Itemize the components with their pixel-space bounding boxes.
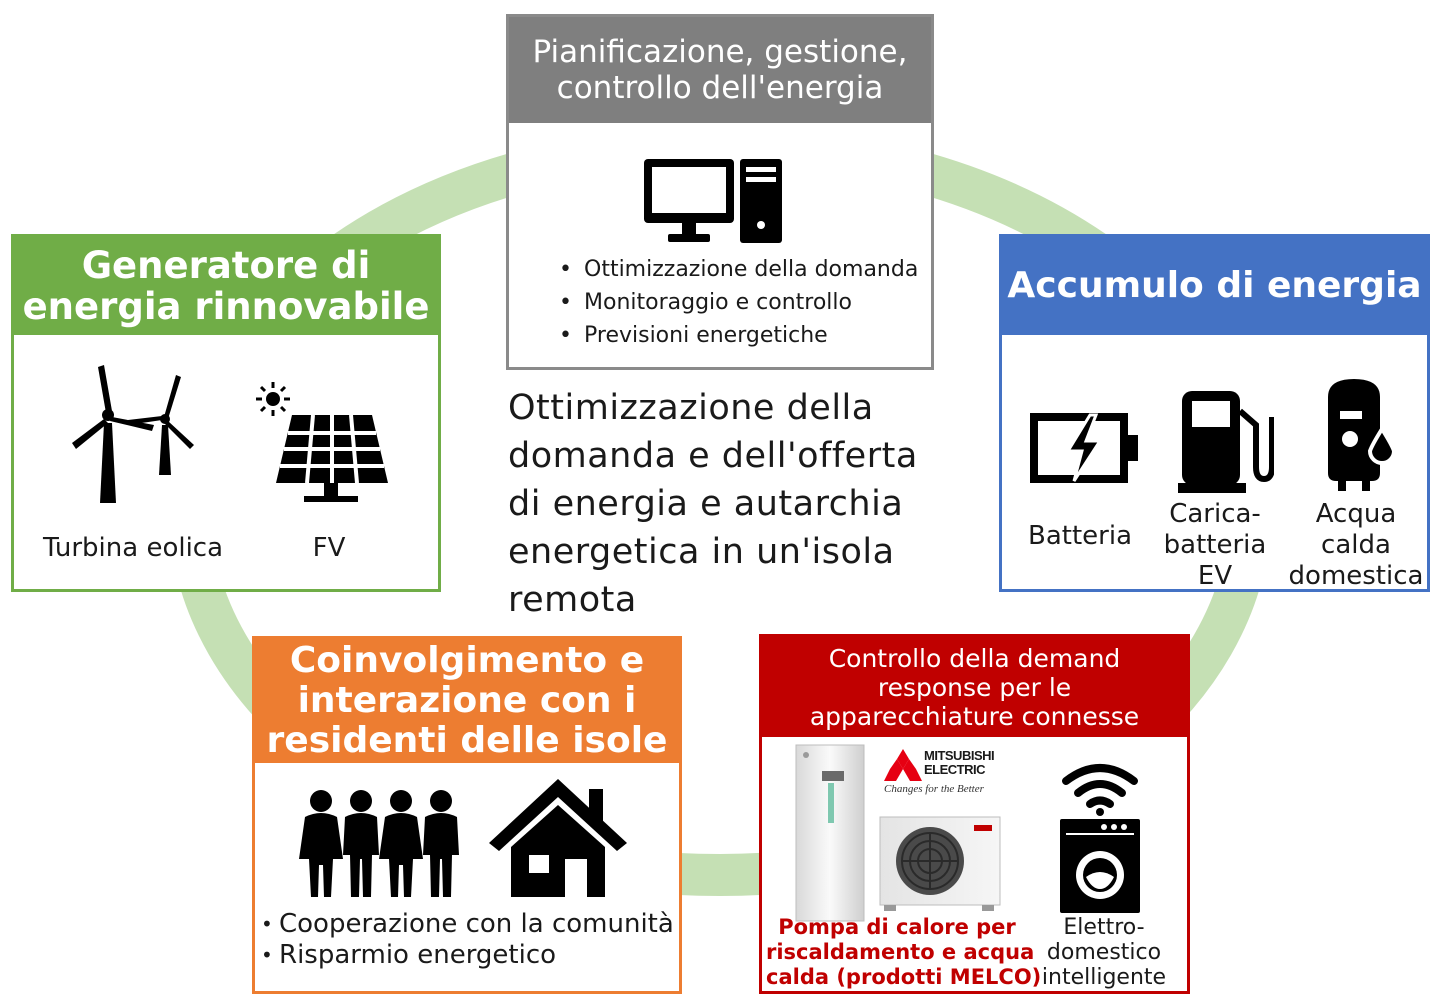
- planning-bullet: Ottimizzazione della domanda: [559, 253, 918, 286]
- appliance-label-line-3: intelligente: [1041, 965, 1167, 990]
- washing-machine-icon: [1060, 819, 1140, 913]
- ev-label-line-3: EV: [1197, 561, 1233, 591]
- renewable-title-line-1: Generatore di: [81, 244, 371, 287]
- planning-box: Pianificazione, gestione, controllo dell…: [506, 14, 934, 370]
- central-goal-line-3: di energia e autarchia: [508, 484, 904, 524]
- engagement-title-line-1: Coinvolgimento e: [289, 640, 645, 681]
- smart-appliance-label: Elettro- domestico intelligente: [1028, 915, 1180, 990]
- water-heater-icon: [1328, 379, 1397, 491]
- central-goal-text: Ottimizzazione della domanda e dell'offe…: [508, 384, 948, 624]
- logo-text-line-2: ELECTRIC: [924, 762, 986, 777]
- battery-label-text: Batteria: [1028, 521, 1132, 551]
- hot-water-label-line-1: Acqua: [1315, 499, 1397, 529]
- heat-pump-outdoor-unit-icon: [879, 816, 1001, 911]
- engagement-bullet: Risparmio energetico: [261, 940, 674, 971]
- engagement-title-line-3: residenti delle isole: [266, 720, 668, 761]
- planning-title: Pianificazione, gestione, controllo dell…: [509, 17, 931, 123]
- central-goal-line-5: remota: [508, 580, 637, 620]
- hot-water-label: Acqua calda domestica: [1284, 499, 1428, 592]
- pv-label: FV: [274, 533, 384, 564]
- planning-title-line-1: Pianificazione, gestione,: [532, 34, 908, 70]
- renewable-title-line-2: energia rinnovabile: [22, 285, 430, 328]
- hot-water-label-line-2: calda: [1321, 530, 1391, 560]
- heat-pump-label-line-3: calda (prodotti MELCO): [766, 965, 1042, 989]
- demand-response-box: Controllo della demand response per le a…: [759, 634, 1190, 994]
- people-icon: [299, 790, 459, 897]
- engagement-title-line-2: interazione con i: [297, 680, 637, 721]
- engagement-bullet-list: Cooperazione con la comunità Risparmio e…: [261, 909, 674, 971]
- energy-storage-box: Accumulo di energia Batteria Carica- bat…: [999, 234, 1430, 592]
- planning-title-line-2: controllo dell'energia: [556, 70, 884, 106]
- renewable-title: Generatore di energia rinnovabile: [14, 237, 438, 335]
- heat-pump-label-line-2: riscaldamento e acqua: [766, 940, 1035, 964]
- engagement-title: Coinvolgimento e interazione con i resid…: [255, 639, 679, 763]
- engagement-bullet: Cooperazione con la comunità: [261, 909, 674, 940]
- appliance-label-line-1: Elettro-: [1063, 915, 1145, 940]
- dr-title-line-1: Controllo della demand: [828, 643, 1121, 673]
- ev-charger-icon: [1178, 391, 1274, 493]
- demand-response-title: Controllo della demand response per le a…: [762, 637, 1187, 737]
- ev-charger-label: Carica- batteria EV: [1150, 499, 1280, 592]
- central-goal-line-2: domanda e dell'offerta: [508, 436, 918, 476]
- mitsubishi-tagline: Changes for the Better: [884, 783, 984, 795]
- ev-label-line-1: Carica-: [1169, 499, 1261, 529]
- renewable-generator-box: Generatore di energia rinnovabile: [11, 234, 441, 592]
- hot-water-label-line-3: domestica: [1288, 561, 1424, 591]
- dr-title-line-2: response per le: [877, 672, 1072, 702]
- central-goal-line-1: Ottimizzazione della: [508, 388, 874, 428]
- battery-icon: [1030, 413, 1138, 483]
- wind-turbine-icon: [72, 365, 194, 503]
- logo-text-line-1: MITSUBISHI: [924, 748, 995, 763]
- battery-label: Batteria: [1020, 521, 1140, 552]
- appliance-label-line-2: domestico: [1046, 940, 1162, 965]
- planning-bullet-list: Ottimizzazione della domanda Monitoraggi…: [559, 253, 918, 352]
- resident-engagement-box: Coinvolgimento e interazione con i resid…: [252, 636, 682, 994]
- house-icon: [489, 779, 627, 897]
- mitsubishi-logo-icon: [884, 749, 922, 781]
- solar-panel-icon: [256, 382, 388, 502]
- ev-label-line-2: batteria: [1163, 530, 1267, 560]
- wind-turbine-label: Turbina eolica: [28, 533, 238, 564]
- dr-title-line-3: apparecchiature connesse: [809, 701, 1140, 731]
- planning-bullet: Monitoraggio e controllo: [559, 286, 918, 319]
- heat-pump-label-line-1: Pompa di calore per: [778, 915, 1016, 939]
- mitsubishi-logo-text: MITSUBISHI ELECTRIC: [924, 748, 995, 777]
- desktop-computer-icon: [644, 159, 782, 243]
- wind-turbine-label-text: Turbina eolica: [42, 533, 224, 563]
- wifi-icon: [1062, 764, 1138, 816]
- planning-bullet: Previsioni energetiche: [559, 319, 918, 352]
- storage-title: Accumulo di energia: [1002, 237, 1427, 335]
- storage-title-line-1: Accumulo di energia: [1007, 265, 1422, 306]
- pv-label-text: FV: [312, 533, 346, 563]
- heat-pump-indoor-unit-icon: [795, 744, 865, 922]
- heat-pump-label: Pompa di calore per riscaldamento e acqu…: [766, 915, 1042, 990]
- central-goal-line-4: energetica in un'isola: [508, 532, 895, 572]
